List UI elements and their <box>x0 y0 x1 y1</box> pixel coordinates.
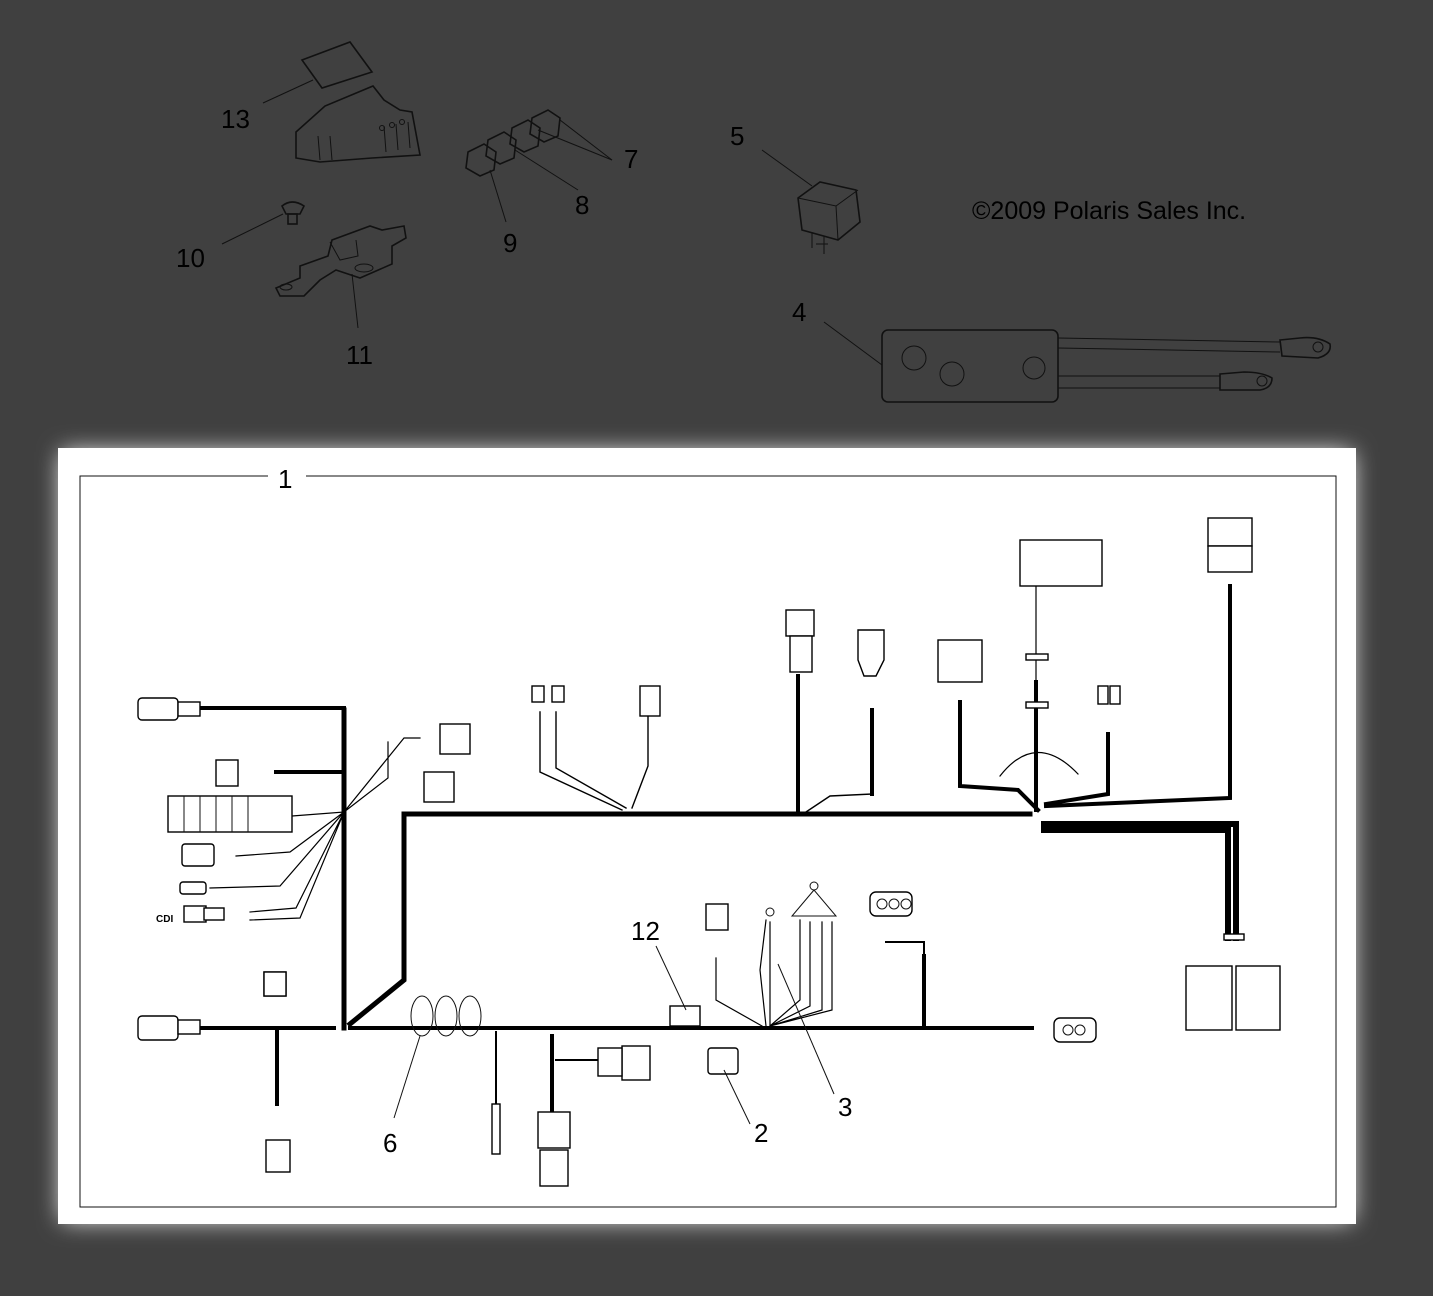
callout-12: 12 <box>631 916 660 946</box>
relay-part <box>761 149 861 254</box>
callout-13: 13 <box>221 104 250 134</box>
copyright-text: ©2009 Polaris Sales Inc. <box>972 197 1246 225</box>
callout-10: 10 <box>176 243 205 273</box>
callout-3: 3 <box>838 1092 852 1122</box>
battery-cable-part <box>823 321 1332 403</box>
harness-wires <box>198 579 1239 1114</box>
harness-panel <box>58 448 1356 1224</box>
callout-7: 7 <box>624 144 638 174</box>
screw-part <box>221 201 306 245</box>
cdi-label: CDI <box>156 914 173 925</box>
fuse-box-cover-part <box>262 41 421 163</box>
fuses-part <box>465 109 613 223</box>
callout-8: 8 <box>575 190 589 220</box>
callout-4: 4 <box>792 297 806 327</box>
harness-connectors <box>137 517 1281 1187</box>
callout-9: 9 <box>503 228 517 258</box>
bracket-part <box>274 225 407 329</box>
lower-leaders <box>393 945 835 1125</box>
callout-2: 2 <box>754 1118 768 1148</box>
callout-5: 5 <box>730 121 744 151</box>
upper-parts-group: 13 7 8 9 10 11 <box>176 41 1332 403</box>
callout-1: 1 <box>278 464 292 494</box>
panel-frame <box>79 475 1337 1208</box>
callout-11: 11 <box>346 340 373 370</box>
callout-6: 6 <box>383 1128 397 1158</box>
